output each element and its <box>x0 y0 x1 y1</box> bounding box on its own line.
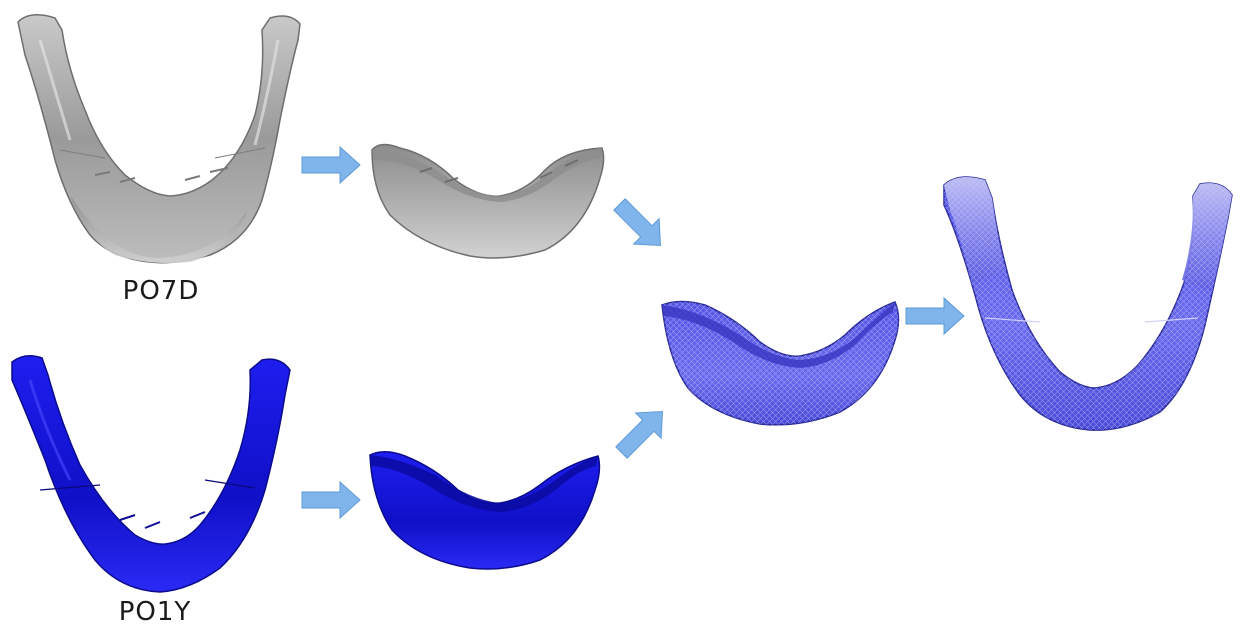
overlaid-mandible-full <box>944 177 1232 430</box>
overlaid-mandible-cropped <box>662 302 899 425</box>
arrow-down-right-icon <box>607 192 673 258</box>
label-po1y: PO1Y <box>119 597 192 627</box>
label-po7d: PO7D <box>123 276 200 306</box>
arrow-right-icon <box>906 298 964 334</box>
gray-mandible-full <box>18 15 300 263</box>
arrow-right-icon <box>302 147 360 183</box>
arrow-right-icon <box>302 482 360 518</box>
blue-mandible-cropped <box>370 452 599 569</box>
arrow-up-right-icon <box>609 399 675 465</box>
blue-mandible-full <box>12 356 290 592</box>
gray-mandible-cropped <box>372 144 604 258</box>
